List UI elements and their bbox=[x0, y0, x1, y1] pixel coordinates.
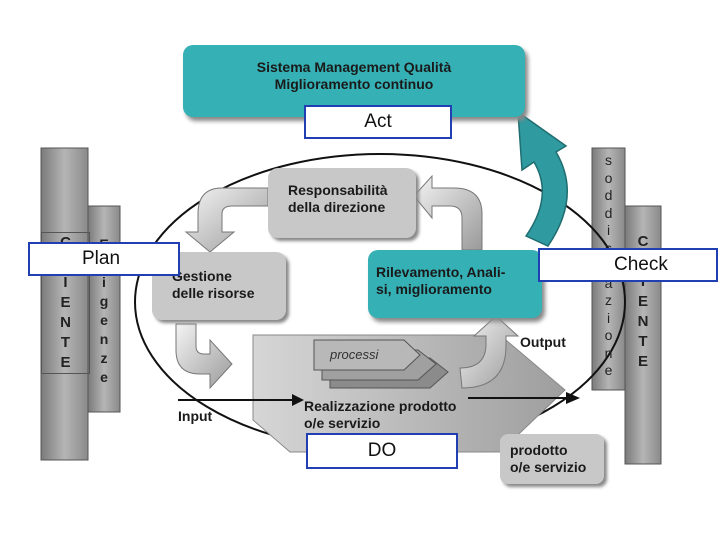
realizzazione-line1: Realizzazione prodotto bbox=[304, 398, 457, 414]
responsabilita-line1: Responsabilità bbox=[288, 182, 388, 198]
processi-arrow-front bbox=[313, 339, 421, 371]
curved-arrow-to-rilevamento bbox=[459, 315, 520, 389]
rilevamento-line2: si, miglioramento bbox=[376, 281, 492, 297]
do-label: DO bbox=[306, 433, 458, 469]
curved-arrow-to-gestione bbox=[184, 187, 269, 253]
realizzazione-line2: o/e servizio bbox=[304, 415, 381, 431]
output-label: Output bbox=[520, 334, 566, 350]
gestione-line1: Gestione bbox=[172, 268, 232, 284]
curved-arrow-to-responsabilita bbox=[413, 174, 483, 251]
prodotto-line2: o/e servizio bbox=[510, 459, 587, 475]
rilevamento-line1: Rilevamento, Anali- bbox=[376, 264, 506, 280]
gestione-line2: delle risorse bbox=[172, 285, 255, 301]
responsabilita-line2: della direzione bbox=[288, 199, 386, 215]
check-label: Check bbox=[538, 248, 718, 282]
continuous-improvement-subtitle: Miglioramento continuo bbox=[274, 76, 434, 92]
right-inner-column-text: soddisfazione bbox=[604, 152, 613, 378]
curved-arrow-to-processi bbox=[175, 323, 233, 390]
act-curved-arrow bbox=[517, 110, 568, 247]
input-label: Input bbox=[178, 408, 213, 424]
processi-label: processi bbox=[330, 347, 379, 362]
left-outer-column bbox=[40, 147, 89, 461]
left-inner-column bbox=[87, 205, 121, 413]
input-arrow-head bbox=[292, 394, 304, 406]
prodotto-line1: prodotto bbox=[510, 442, 568, 458]
responsabilita-box: Responsabilità della direzione bbox=[268, 168, 416, 238]
plan-label: Plan bbox=[28, 242, 180, 276]
output-arrow-head bbox=[566, 392, 580, 404]
rilevamento-box: Rilevamento, Anali- si, miglioramento bbox=[368, 250, 542, 318]
prodotto-servizio-box: prodotto o/e servizio bbox=[500, 434, 604, 484]
quality-management-title: Sistema Management Qualità bbox=[256, 59, 452, 75]
act-label: Act bbox=[304, 105, 452, 139]
